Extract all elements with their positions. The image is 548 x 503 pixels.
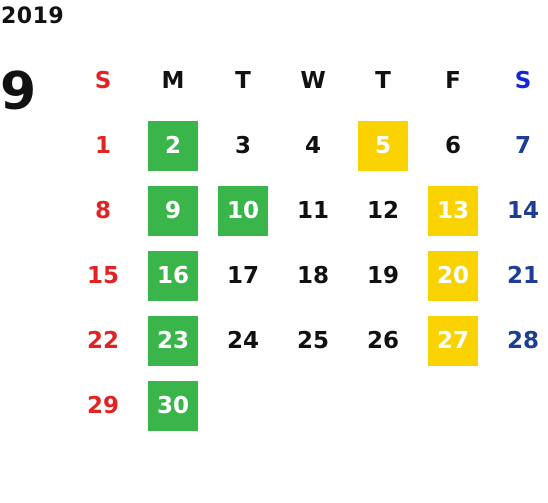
day-cell-saturday: 14 [488, 178, 548, 243]
day-cell-friday: 20 [418, 243, 488, 308]
day-cell-friday: 6 [418, 113, 488, 178]
day-number: 8 [94, 197, 111, 224]
empty-day [218, 381, 268, 431]
day-cell-sunday: 1 [68, 113, 138, 178]
weekday-header-tuesday: T [235, 67, 251, 94]
day-number: 21 [506, 262, 539, 289]
day-cell-friday: 27 [418, 308, 488, 373]
weekday-header-thursday: T [375, 67, 391, 94]
day-cell-friday: 13 [418, 178, 488, 243]
day-number: 29 [86, 392, 119, 419]
day-number: 20 [428, 250, 478, 301]
day-number: 17 [226, 262, 259, 289]
weekday-header-wednesday: W [300, 67, 326, 94]
day-cell-sunday: 22 [68, 308, 138, 373]
weekday-header-saturday: S [514, 67, 532, 94]
day-cell-sunday: 15 [68, 243, 138, 308]
day-number: 5 [358, 120, 408, 171]
day-cell-wednesday: 4 [278, 113, 348, 178]
day-number: 28 [506, 327, 539, 354]
weekday-header-monday: M [161, 67, 185, 94]
week-row: 22 23 24 25 26 27 28 [68, 308, 548, 373]
day-cell-thursday: 19 [348, 243, 418, 308]
day-number: 25 [296, 327, 329, 354]
day-number: 15 [86, 262, 119, 289]
month-number: 9 [0, 62, 37, 122]
day-cell-wednesday: 18 [278, 243, 348, 308]
day-number: 26 [366, 327, 399, 354]
day-number: 24 [226, 327, 259, 354]
day-cell-saturday: 28 [488, 308, 548, 373]
day-cell-saturday [488, 373, 548, 438]
day-cell-thursday: 26 [348, 308, 418, 373]
day-number: 19 [366, 262, 399, 289]
day-cell-thursday: 5 [348, 113, 418, 178]
week-row: 15 16 17 18 19 20 21 [68, 243, 548, 308]
day-number: 18 [296, 262, 329, 289]
week-row: 8 9 10 11 12 13 14 [68, 178, 548, 243]
day-cell-tuesday: 10 [208, 178, 278, 243]
day-cell-wednesday [278, 373, 348, 438]
day-cell-sunday: 29 [68, 373, 138, 438]
day-number: 1 [94, 132, 111, 159]
day-cell-saturday: 7 [488, 113, 548, 178]
day-number: 11 [296, 197, 329, 224]
day-cell-monday: 16 [138, 243, 208, 308]
day-number: 12 [366, 197, 399, 224]
day-cell-tuesday [208, 373, 278, 438]
day-cell-tuesday: 24 [208, 308, 278, 373]
day-number: 30 [148, 380, 198, 431]
day-cell-monday: 30 [138, 373, 208, 438]
year-label: 2019 [1, 4, 65, 29]
day-cell-monday: 23 [138, 308, 208, 373]
empty-day [288, 381, 338, 431]
day-number: 2 [148, 120, 198, 171]
day-cell-tuesday: 3 [208, 113, 278, 178]
day-number: 14 [506, 197, 539, 224]
day-cell-wednesday: 25 [278, 308, 348, 373]
day-cell-saturday: 21 [488, 243, 548, 308]
day-cell-monday: 2 [138, 113, 208, 178]
day-number: 27 [428, 315, 478, 366]
day-cell-thursday: 12 [348, 178, 418, 243]
day-number: 13 [428, 185, 478, 236]
weekday-header-friday: F [445, 67, 461, 94]
day-number: 7 [514, 132, 531, 159]
empty-day [358, 381, 408, 431]
day-cell-friday [418, 373, 488, 438]
day-number: 16 [148, 250, 198, 301]
weekday-header-sunday: S [94, 67, 112, 94]
day-number: 23 [148, 315, 198, 366]
day-number: 4 [304, 132, 321, 159]
day-number: 6 [444, 132, 461, 159]
empty-day [428, 381, 478, 431]
day-number: 3 [234, 132, 251, 159]
day-cell-thursday [348, 373, 418, 438]
week-row: 1 2 3 4 5 6 7 [68, 113, 548, 178]
day-cell-wednesday: 11 [278, 178, 348, 243]
day-cell-sunday: 8 [68, 178, 138, 243]
empty-day [498, 381, 548, 431]
day-number: 9 [148, 185, 198, 236]
day-number: 22 [86, 327, 119, 354]
day-cell-tuesday: 17 [208, 243, 278, 308]
weekday-header-row: S M T W T F S [68, 48, 548, 113]
day-cell-monday: 9 [138, 178, 208, 243]
day-number: 10 [218, 185, 268, 236]
week-row: 29 30 [68, 373, 548, 438]
